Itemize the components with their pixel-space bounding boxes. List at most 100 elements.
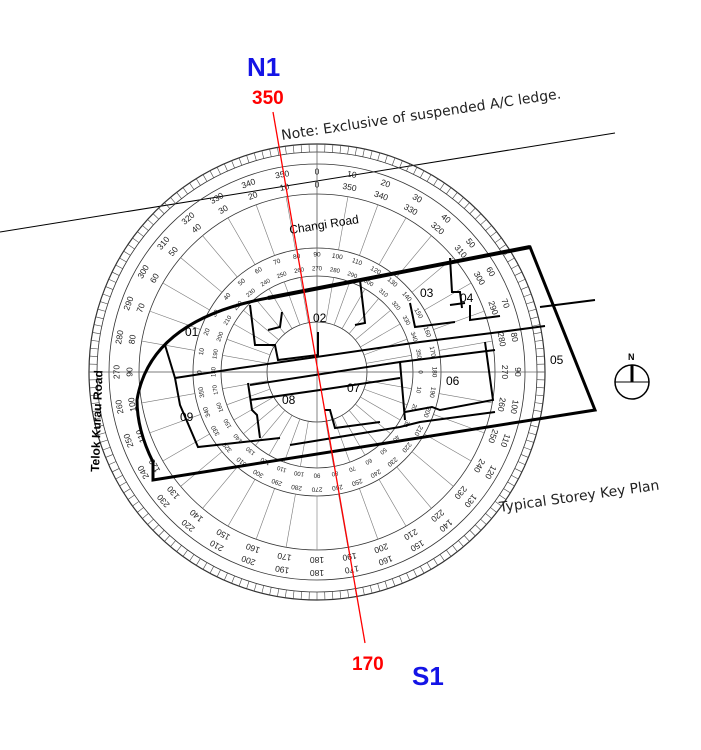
protractor-tick <box>480 518 487 525</box>
note-text: Note: Exclusive of suspended A/C ledge. <box>280 86 562 144</box>
protractor-label: 160 <box>216 401 225 413</box>
protractor-tick <box>469 207 476 214</box>
protractor-label: 240 <box>472 457 488 475</box>
protractor-tick <box>426 562 432 570</box>
protractor-tick <box>269 148 272 157</box>
protractor-radial <box>285 494 296 548</box>
protractor-tick <box>399 575 403 584</box>
protractor-label: 210 <box>223 314 234 326</box>
protractor-label: 210 <box>412 424 424 437</box>
protractor-label: 250 <box>121 432 135 449</box>
protractor-label: 120 <box>369 265 382 277</box>
protractor-label: 170 <box>212 384 220 396</box>
protractor-label: 90 <box>124 367 134 377</box>
protractor-tick <box>339 145 342 154</box>
protractor-tick <box>384 155 388 163</box>
protractor-label: 60 <box>484 265 498 278</box>
protractor-tick <box>511 264 519 269</box>
protractor-tick <box>195 558 201 566</box>
protractor-radial <box>359 488 379 540</box>
protractor-tick <box>284 146 287 155</box>
protractor-radial <box>360 323 401 348</box>
protractor-label: 220 <box>400 441 413 454</box>
protractor-radial <box>363 388 408 406</box>
protractor-tick <box>535 347 544 350</box>
protractor-tick <box>95 316 104 320</box>
protractor-label: 210 <box>402 527 420 543</box>
protractor-label: 10 <box>198 347 206 356</box>
protractor-label: 20 <box>380 177 393 190</box>
protractor-label: 190 <box>274 563 290 575</box>
protractor-radial <box>283 281 301 326</box>
protractor-radial <box>222 380 268 389</box>
north-bearing-value: 350 <box>252 88 284 109</box>
protractor-label: 110 <box>276 464 288 473</box>
protractor-label: 40 <box>223 292 233 302</box>
protractor-label: 120 <box>259 455 271 466</box>
protractor-label: 0 <box>197 370 204 374</box>
protractor-tick <box>499 244 507 250</box>
protractor-radial <box>162 433 210 462</box>
unit-label: 09 <box>180 410 194 424</box>
protractor-tick <box>284 589 287 598</box>
protractor-tick <box>520 454 529 458</box>
protractor-tick <box>463 202 470 209</box>
protractor-label: 340 <box>409 331 418 343</box>
protractor-label: 180 <box>310 568 324 578</box>
protractor-label: 230 <box>385 455 398 468</box>
protractor-tick <box>89 355 98 357</box>
protractor-tick <box>95 424 104 428</box>
protractor-label: 150 <box>223 417 234 429</box>
protractor-tick <box>528 432 537 436</box>
protractor-tick <box>91 339 100 342</box>
unit-label: 03 <box>420 286 434 300</box>
protractor-radial <box>227 217 256 265</box>
protractor-label: 70 <box>272 258 282 267</box>
protractor-tick <box>108 461 117 466</box>
protractor-tick <box>261 585 265 594</box>
protractor-tick <box>231 160 235 169</box>
protractor-tick <box>475 524 482 531</box>
protractor-radial <box>227 479 256 527</box>
protractor-tick <box>158 530 165 537</box>
protractor-tick <box>439 554 445 562</box>
protractor-tick <box>406 163 411 172</box>
building-plan <box>135 245 598 482</box>
protractor-tick <box>514 271 523 276</box>
protractor-label: 20 <box>409 403 417 412</box>
protractor-label: 320 <box>390 300 401 312</box>
protractor-radial <box>243 310 279 341</box>
unit-01-wall <box>164 344 281 449</box>
protractor-label: 30 <box>411 191 424 205</box>
protractor-tick <box>92 409 101 412</box>
protractor-label: 270 <box>111 365 121 379</box>
protractor-tick <box>406 572 411 581</box>
protractor-tick <box>503 488 511 494</box>
protractor-label: 90 <box>513 367 523 377</box>
protractor-tick <box>458 540 464 547</box>
protractor-tick <box>507 481 515 487</box>
protractor-tick <box>105 286 114 290</box>
bearing-line <box>272 111 366 644</box>
protractor-tick <box>384 581 388 589</box>
unit-label: 02 <box>313 311 327 325</box>
protractor-tick <box>89 387 98 389</box>
protractor-label: 260 <box>496 397 508 413</box>
protractor-tick <box>517 278 526 283</box>
protractor-tick <box>534 402 543 405</box>
protractor-radial <box>141 393 195 404</box>
protractor-label: 190 <box>212 348 220 360</box>
protractor-label: 350 <box>414 349 422 361</box>
protractor-label: 350 <box>198 386 207 398</box>
protractor-label: 270 <box>311 485 322 492</box>
protractor-label: 300 <box>252 467 265 479</box>
protractor-label: 100 <box>508 399 520 415</box>
protractor-label: 140 <box>400 291 413 304</box>
protractor-label: 160 <box>244 541 261 555</box>
protractor-label: 140 <box>233 432 244 444</box>
protractor-tick <box>339 590 342 599</box>
protractor-tick <box>102 293 111 298</box>
protractor-tick <box>534 339 543 342</box>
wing-lower <box>249 377 496 446</box>
protractor-tick <box>494 501 502 507</box>
